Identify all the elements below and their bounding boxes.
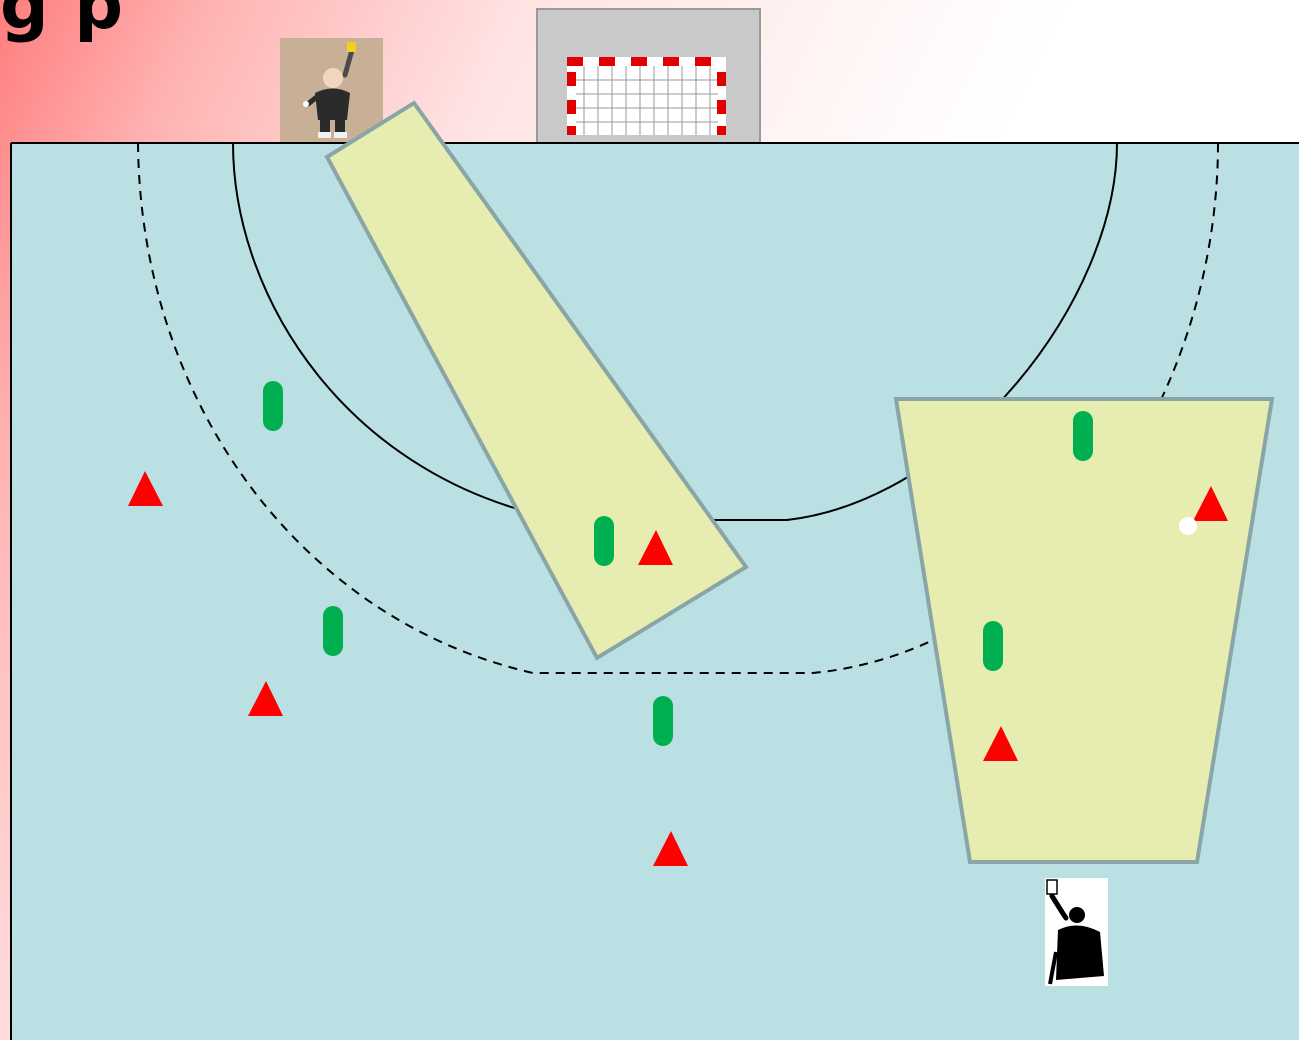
attacker-marker	[263, 381, 283, 431]
attacker-marker	[983, 621, 1003, 671]
referee-whistle-icon	[280, 38, 383, 142]
handball-goal-icon	[537, 9, 760, 143]
ball	[1179, 517, 1197, 535]
attacker-marker	[323, 606, 343, 656]
attacker-marker	[1073, 411, 1093, 461]
attacker-marker	[653, 696, 673, 746]
referee-card-icon	[1045, 878, 1108, 986]
attacker-marker	[594, 516, 614, 566]
